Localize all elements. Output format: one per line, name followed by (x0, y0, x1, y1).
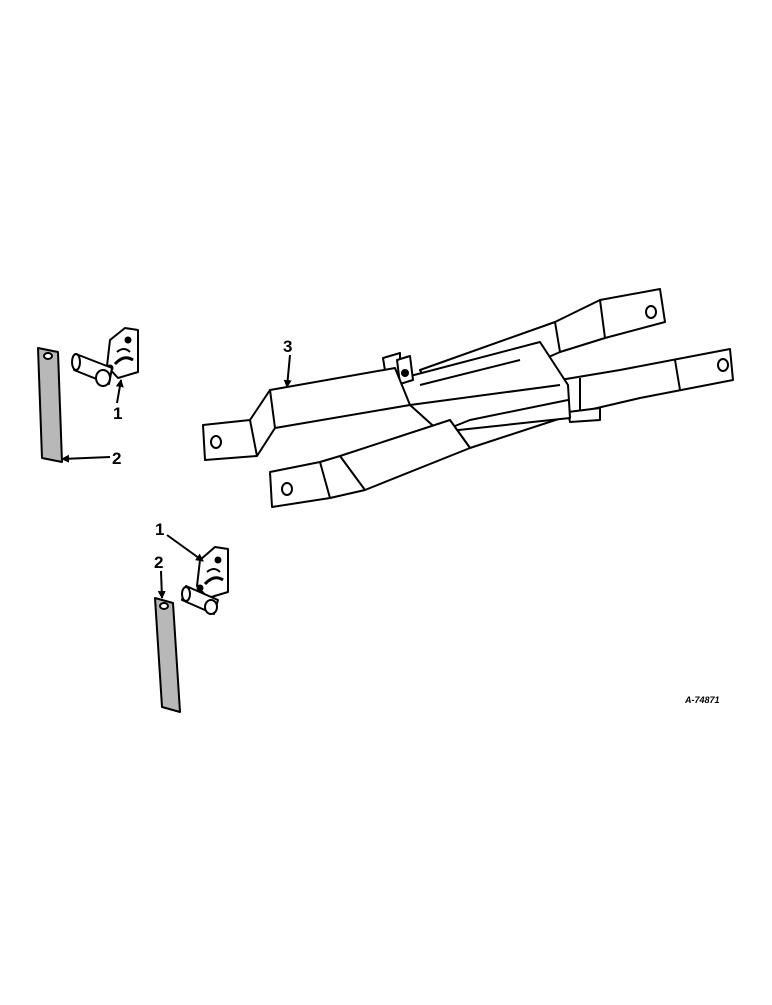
reference-code: A-74871 (684, 695, 720, 705)
callout-bracket-lower: 1 (155, 520, 164, 539)
callout-frame: 3 (283, 337, 292, 356)
frame-assembly (202, 288, 734, 508)
mounting-bracket-lower (181, 546, 229, 615)
leader-arrow-plate-lower (157, 570, 166, 599)
callout-plate-lower: 2 (154, 553, 163, 572)
frame-center-housing (394, 341, 571, 433)
leader-arrow-bracket-upper (115, 379, 124, 404)
leader-arrow-plate-upper (61, 454, 111, 463)
leader-arrow-bracket-lower (166, 534, 204, 562)
frame-arm-upper-left (202, 367, 411, 461)
callout-plate-upper: 2 (112, 449, 121, 468)
callout-bracket-upper: 1 (113, 404, 122, 423)
frame-arm-lower-left (269, 419, 471, 508)
wear-plate-upper (37, 347, 63, 463)
wear-plate-lower (154, 597, 181, 713)
leader-arrow-frame (283, 354, 292, 388)
mounting-bracket-upper (71, 327, 139, 387)
